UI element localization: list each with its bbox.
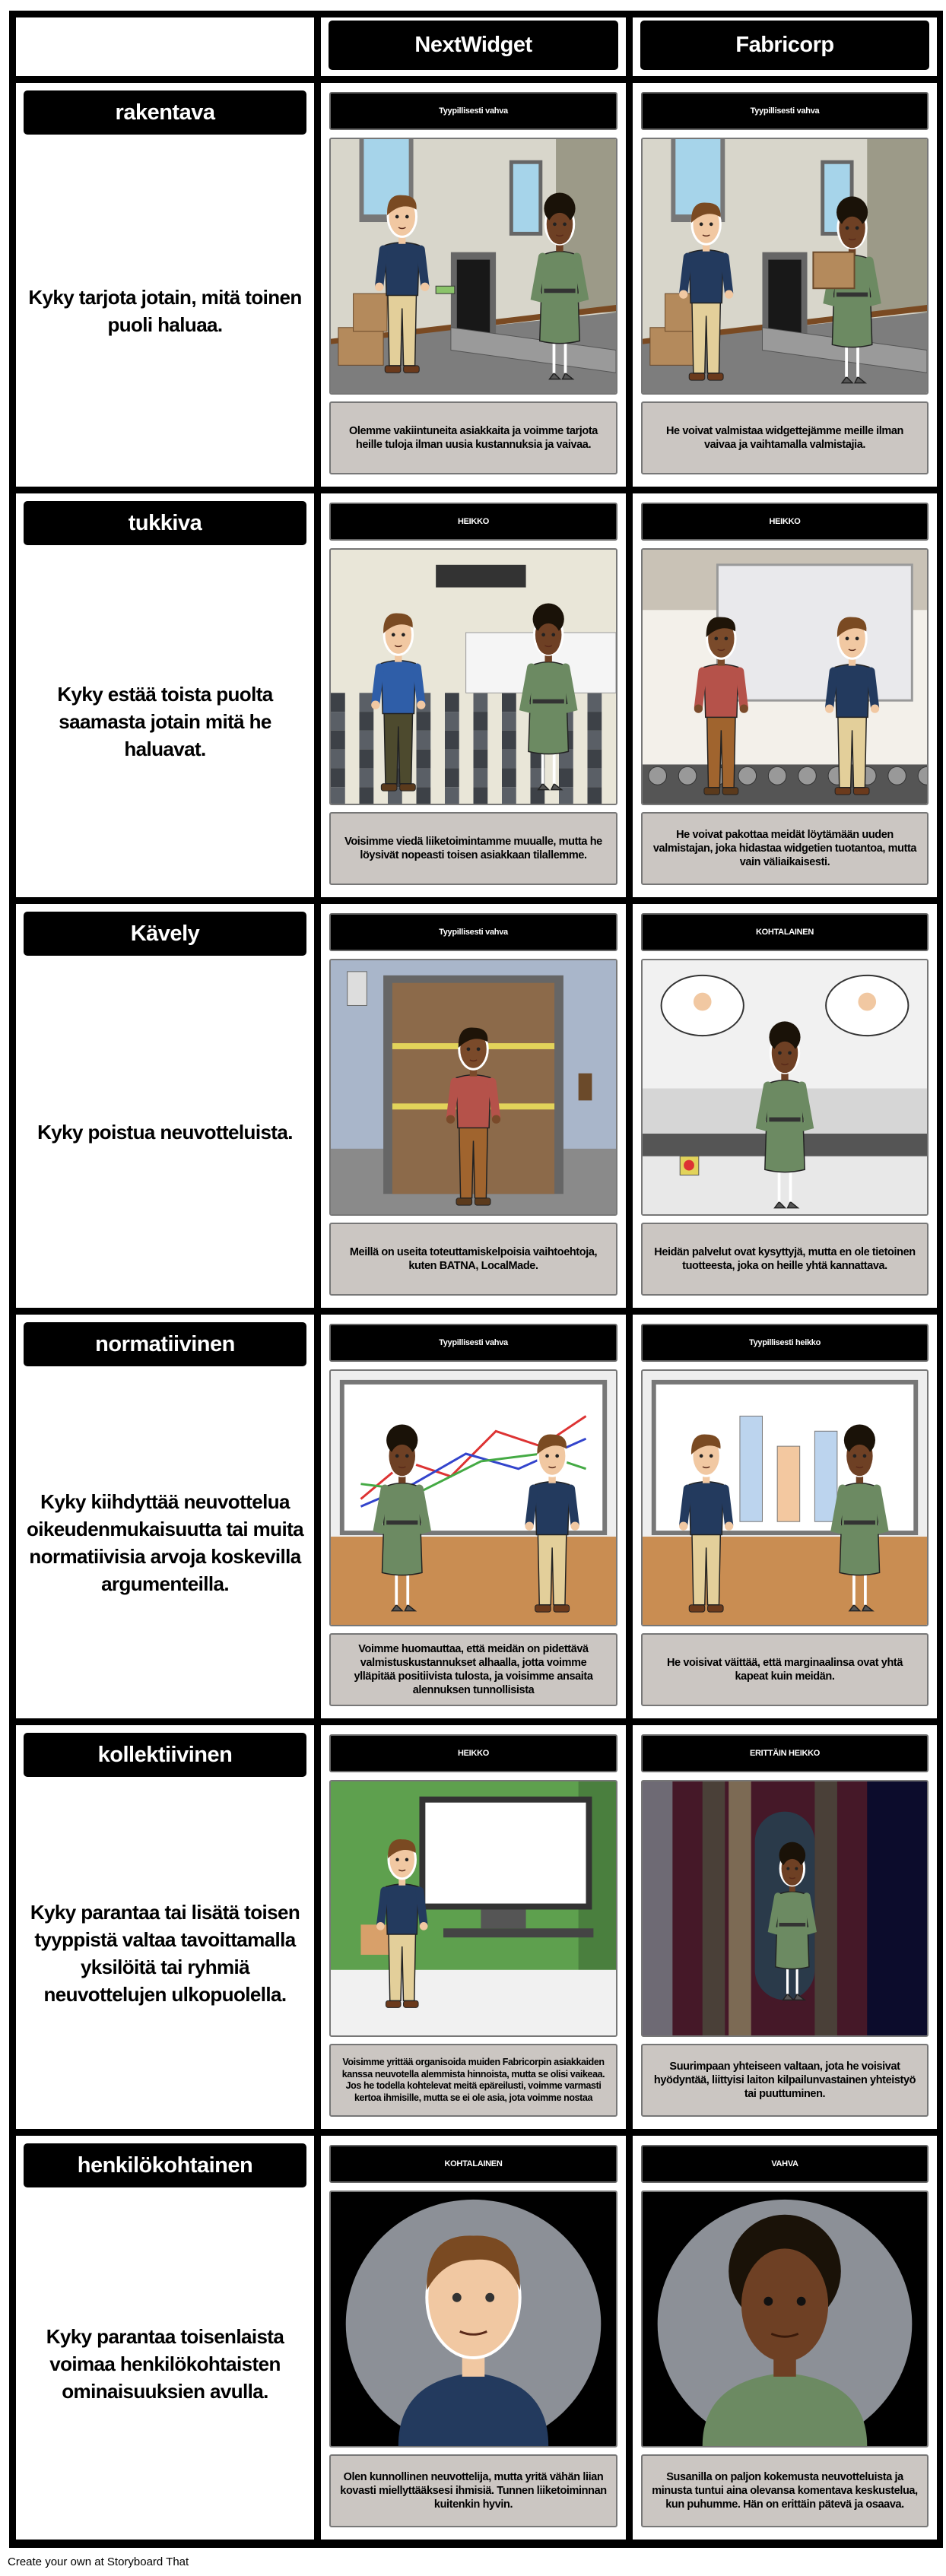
scene-image [331, 960, 616, 1214]
panel-illustration [329, 959, 617, 1216]
panel-caption: Voimme huomauttaa, että meidän on pidett… [329, 1633, 617, 1706]
storyboard-panel: KOHTALAINEN Heidän palvelut ovat kysytty… [633, 904, 937, 1308]
panel-rating-label: ERITTÄIN HEIKKO [641, 1734, 929, 1772]
row-description: Kyky kiihdyttää neuvottelua oikeudenmuka… [27, 1489, 304, 1595]
storyboard-panel: HEIKKO Voisimme yrittää organisoida muid… [321, 1725, 626, 2129]
row-title: Kävely [24, 912, 306, 956]
scene-image [331, 1781, 616, 2035]
scene-image [643, 1371, 927, 1625]
storyboard-panel: Tyypillisesti vahva Voimme huomauttaa, e… [321, 1315, 626, 1718]
panel-illustration [329, 1369, 617, 1626]
panel-illustration [641, 138, 929, 395]
scene-image [643, 1781, 927, 2035]
panel-rating-label: HEIKKO [641, 503, 929, 541]
panel-rating-label: HEIKKO [329, 1734, 617, 1772]
scene-image [331, 2192, 616, 2446]
panel-caption: Susanilla on paljon kokemusta neuvottelu… [641, 2454, 929, 2527]
panel-caption: Meillä on useita toteuttamiskelpoisia va… [329, 1223, 617, 1296]
panel-rating-label: HEIKKO [329, 503, 617, 541]
storyboard-panel: KOHTALAINEN Olen kunnollinen neuvottelij… [321, 2136, 626, 2540]
panel-caption: He voivat valmistaa widgettejämme meille… [641, 401, 929, 474]
panel-illustration [329, 2191, 617, 2448]
panel-illustration [641, 959, 929, 1216]
panel-rating-label: KOHTALAINEN [329, 2145, 617, 2183]
panel-rating-label: Tyypillisesti vahva [329, 92, 617, 130]
storyboard-that-credit[interactable]: Create your own at Storyboard That [8, 2555, 189, 2568]
column-header-nextwidget: NextWidget [321, 17, 626, 76]
storyboard-panel: Tyypillisesti vahva Meillä on useita tot… [321, 904, 626, 1308]
storyboard-panel: VAHVA Susanilla on paljon kokemusta neuv… [633, 2136, 937, 2540]
column-title: Fabricorp [640, 21, 929, 70]
storyboard-panel: HEIKKO Voisimme viedä liiketoimintamme m… [321, 493, 626, 897]
scene-image [643, 2192, 927, 2446]
panel-rating-label: Tyypillisesti vahva [641, 92, 929, 130]
panel-illustration [329, 138, 617, 395]
panel-rating-label: Tyypillisesti vahva [329, 1324, 617, 1362]
column-header-fabricorp: Fabricorp [633, 17, 937, 76]
panel-rating-label: Tyypillisesti vahva [329, 913, 617, 951]
panel-rating-label: KOHTALAINEN [641, 913, 929, 951]
row-description: Kyky tarjota jotain, mitä toinen puoli h… [28, 285, 302, 336]
panel-caption: Voisimme viedä liiketoimintamme muualle,… [329, 812, 617, 885]
row-description: Kyky estää toista puolta saamasta jotain… [57, 682, 273, 760]
scene-image [643, 960, 927, 1214]
panel-caption: Olemme vakiintuneita asiakkaita ja voimm… [329, 401, 617, 474]
panel-caption: Voisimme yrittää organisoida muiden Fabr… [329, 2044, 617, 2117]
scene-image [643, 550, 927, 804]
scene-image [643, 139, 927, 393]
row-title: henkilökohtainen [24, 2143, 306, 2187]
corner-cell [16, 17, 314, 76]
panel-illustration [641, 548, 929, 805]
column-title: NextWidget [329, 21, 618, 70]
row-title: tukkiva [24, 501, 306, 545]
panel-caption: Suurimpaan yhteiseen valtaan, jota he vo… [641, 2044, 929, 2117]
row-title: kollektiivinen [24, 1733, 306, 1777]
scene-image [331, 139, 616, 393]
row-description: Kyky parantaa tai lisätä toisen tyyppist… [30, 1900, 300, 2006]
panel-illustration [329, 1780, 617, 2037]
panel-caption: Olen kunnollinen neuvottelija, mutta yri… [329, 2454, 617, 2527]
panel-caption: Heidän palvelut ovat kysyttyjä, mutta en… [641, 1223, 929, 1296]
storyboard-panel: Tyypillisesti vahva Olemme vakiintuneita… [321, 83, 626, 487]
storyboard-panel: ERITTÄIN HEIKKO Suurimpaan yhteiseen val… [633, 1725, 937, 2129]
row-title: normatiivinen [24, 1322, 306, 1366]
row-description: Kyky poistua neuvotteluista. [37, 1120, 293, 1144]
storyboard-panel: Tyypillisesti heikko He voisivat väittää… [633, 1315, 937, 1718]
storyboard-panel: HEIKKO He voivat pakottaa meidät löytämä… [633, 493, 937, 897]
panel-rating-label: VAHVA [641, 2145, 929, 2183]
panel-illustration [641, 1369, 929, 1626]
row-description: Kyky parantaa toisenlaista voimaa henkil… [46, 2324, 284, 2403]
row-title: rakentava [24, 90, 306, 135]
panel-illustration [329, 548, 617, 805]
scene-image [331, 550, 616, 804]
panel-caption: He voisivat väittää, että marginaalinsa … [641, 1633, 929, 1706]
storyboard-panel: Tyypillisesti vahva He voivat valmistaa … [633, 83, 937, 487]
panel-illustration [641, 2191, 929, 2448]
panel-illustration [641, 1780, 929, 2037]
panel-caption: He voivat pakottaa meidät löytämään uude… [641, 812, 929, 885]
scene-image [331, 1371, 616, 1625]
panel-rating-label: Tyypillisesti heikko [641, 1324, 929, 1362]
